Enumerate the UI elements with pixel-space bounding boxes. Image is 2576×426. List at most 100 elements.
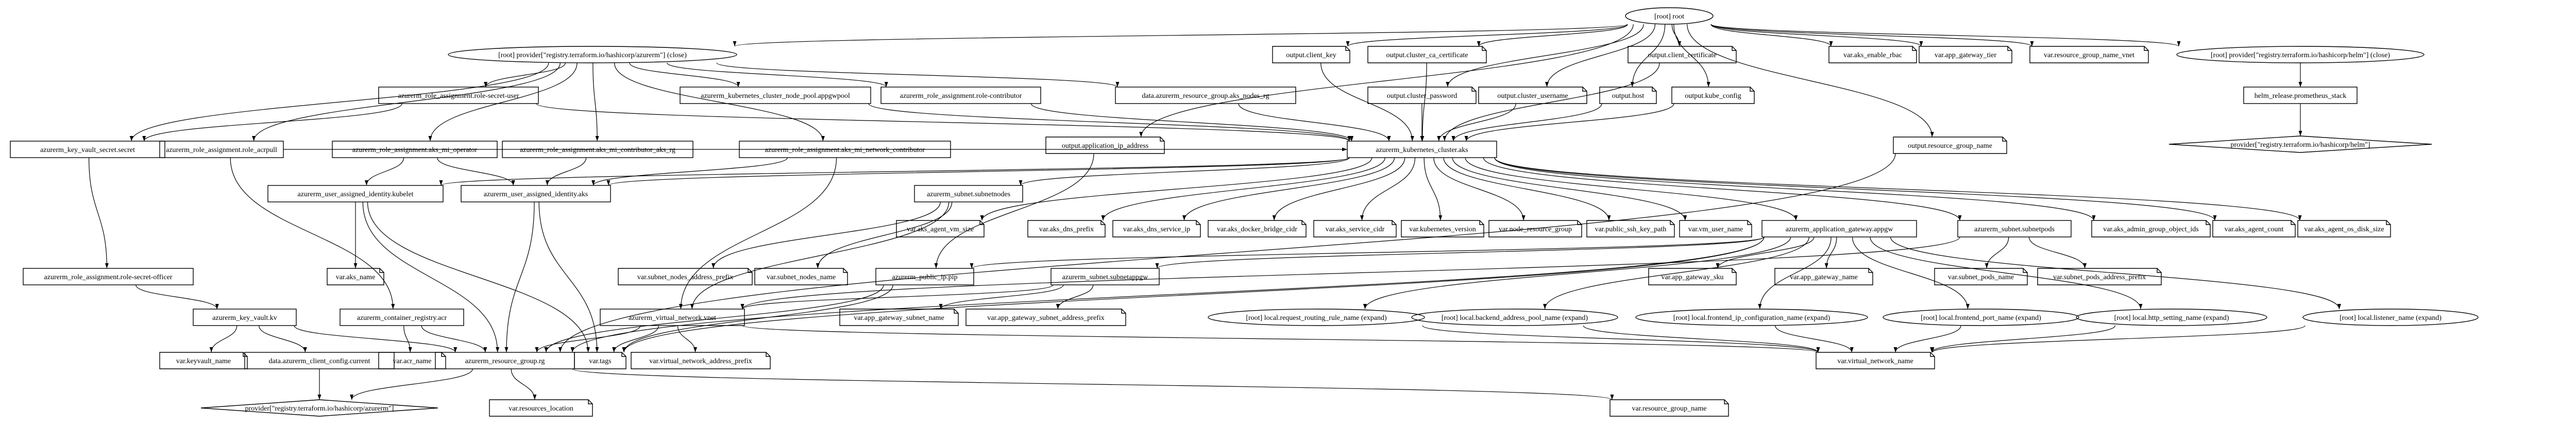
edge-root-to-out-client-key [1346, 24, 1628, 47]
nodes-layer: [root] root [root] provider["registry.ter… [10, 7, 2479, 417]
node-label: provider["registry.terraform.io/hashicor… [245, 405, 394, 413]
node-shape [2176, 46, 2425, 63]
edge-vnet-to-var-vnet-name [742, 325, 1820, 353]
graph-node-helm-release: helm_release.prometheus_stack [2243, 87, 2358, 104]
node-label: var.aks_dns_service_ip [1123, 226, 1190, 233]
graph-node-var-subnet-pods-prefix: var.subnet_pods_address_prefix [2037, 268, 2162, 285]
node-shape [1045, 137, 1165, 154]
edge-aks-to-var-public-ssh [1443, 157, 1611, 221]
edge-subnet-pods-to-vnet [740, 236, 1960, 310]
edge-role-aks-mi-net-to-uai-aks [591, 157, 788, 186]
edge-public-ip-to-var-tags [622, 284, 893, 353]
edge-local-backend-pool-to-var-vnet-name [1583, 325, 1820, 353]
node-label: azurerm_subnet.subnetappgw [1062, 274, 1149, 281]
node-label: data.azurerm_client_config.current [269, 357, 370, 365]
graph-node-prov-azurerm: provider["registry.terraform.io/hashicor… [200, 399, 438, 417]
edge-subnet-pods-to-var-subnet-pods-name [1985, 236, 2009, 269]
edge-out-host-to-aks [1451, 103, 1602, 142]
graph-node-prov-helm-close: [root] provider["registry.terraform.io/h… [2176, 46, 2425, 63]
graph-node-var-aks-agent-vm-size: var.aks_agent_vm_size [896, 220, 985, 237]
edge-prov-azurerm-close-to-role-aks-mi-operator [428, 62, 578, 142]
node-shape [1411, 309, 1618, 326]
edge-root-to-out-kube-config [1673, 24, 1710, 88]
edge-prov-azurerm-close-to-role-acrpull [252, 62, 561, 142]
graph-node-kv-secret: azurerm_key_vault_secret.secret [10, 141, 165, 158]
graph-node-subnet-nodes: azurerm_subnet.subnetnodes [914, 185, 1023, 202]
node-shape [2029, 46, 2149, 63]
graph-node-out-cluster-password: output.cluster_password [1367, 87, 1477, 104]
graph-node-public-ip: azurerm_public_ip.pip [875, 268, 974, 285]
graph-node-out-kube-config: output.kube_config [1671, 87, 1755, 104]
edge-prov-azurerm-close-to-kv-secret [129, 62, 549, 142]
graph-node-var-vnet-name: var.virtual_network_name [1816, 352, 1935, 369]
edge-appgw-to-local-listener [1890, 236, 2341, 310]
node-label: var.aks_name [336, 274, 376, 281]
node-label: var.tags [589, 357, 611, 365]
graph-node-prov-azurerm-close: [root] provider["registry.terraform.io/h… [448, 46, 737, 63]
node-shape [1609, 399, 1729, 417]
edge-appgw-to-rg [570, 236, 1765, 353]
graph-node-root: [root] root [1625, 7, 1714, 25]
node-label: azurerm_role_assignment.aks_mi_network_c… [765, 146, 925, 154]
node-shape [159, 141, 284, 158]
node-shape [600, 309, 745, 326]
edge-local-frontend-ip-to-var-vnet-name [1775, 325, 1854, 353]
node-label: var.subnet_pods_name [1948, 274, 2014, 281]
node-shape [631, 352, 771, 369]
node-label: azurerm_role_assignment.role-secret-offi… [44, 274, 173, 281]
graph-node-role-aks-mi-contrib-rg: azurerm_role_assignment.aks_mi_contribut… [502, 141, 693, 158]
graph-node-var-aks-dns-service-ip: var.aks_dns_service_ip [1112, 220, 1201, 237]
node-shape [2037, 268, 2162, 285]
edge-out-kube-config-to-aks [1464, 103, 1674, 142]
node-label: azurerm_role_assignment.role_acrpull [166, 146, 277, 154]
graph-node-role-secret-officer: azurerm_role_assignment.role-secret-offi… [23, 268, 194, 285]
node-shape [1272, 46, 1350, 63]
graph-node-var-subnet-nodes-prefix: var.subnet_nodes_address_prefix [618, 268, 753, 285]
edge-appgw-to-subnet-appgw [1155, 236, 1765, 269]
node-shape [1919, 46, 2012, 63]
edge-out-cluster-username-to-aks [1437, 103, 1516, 142]
node-label: var.vm_user_name [1688, 226, 1743, 233]
edge-rg-to-var-rg-name [572, 368, 1614, 400]
edge-pool-appgwpool-to-aks [868, 103, 1351, 142]
edge-prov-azurerm-close-to-role-aks-mi-net [614, 62, 825, 142]
graph-node-var-app-gateway-tier: var.app_gateway_tier [1919, 46, 2012, 63]
graph-node-acr: azurerm_container_registry.acr [340, 309, 464, 326]
graph-node-out-app-ip: output.application_ip_address [1045, 137, 1165, 154]
node-shape [680, 87, 871, 104]
node-label: helm_release.prometheus_stack [2255, 92, 2346, 100]
edge-appgw-to-public-ip [970, 236, 1765, 269]
node-shape [2212, 220, 2296, 237]
edge-prov-azurerm-close-to-data-rg-aks-nodes [716, 62, 1120, 88]
node-shape [1761, 220, 1917, 237]
node-shape [1208, 220, 1307, 237]
node-shape [1027, 220, 1106, 237]
graph-node-rg: azurerm_resource_group.rg [435, 352, 575, 369]
edge-aks-to-var-k8s-version [1423, 157, 1443, 221]
edge-root-to-out-cluster-ca [1477, 24, 1628, 47]
graph-node-role-contributor: azurerm_role_assignment.role-contributor [880, 87, 1041, 104]
edge-root-to-var-aks-enable-rbac [1710, 24, 1833, 47]
node-shape [1828, 46, 1917, 63]
node-label: var.aks_dns_prefix [1039, 226, 1094, 233]
node-label: output.host [1612, 92, 1645, 100]
graph-node-var-node-rg: var.node_resource_group [1488, 220, 1582, 237]
edge-role-acrpull-to-acr [230, 157, 395, 310]
node-shape [965, 309, 1126, 326]
node-shape [378, 352, 446, 369]
node-label: output.cluster_password [1387, 92, 1457, 100]
edge-appgw-to-local-req-routing [1363, 236, 1791, 310]
edge-appgw-to-local-frontend-ip [1758, 236, 1832, 310]
node-label: [root] local.request_routing_rule_name (… [1246, 314, 1387, 322]
node-shape [1599, 87, 1657, 104]
graph-node-local-frontend-ip: [root] local.frontend_ip_configuration_n… [1635, 309, 1868, 326]
node-label: azurerm_role_assignment.role-contributor [900, 92, 1022, 100]
node-shape [1774, 268, 1873, 285]
edge-subnet-nodes-to-vnet [690, 201, 950, 310]
node-label: [root] local.backend_address_pool_name (… [1442, 314, 1588, 322]
edge-aks-to-uai-aks [607, 157, 1350, 186]
edge-out-rg-name-to-rg [558, 153, 1896, 353]
node-shape [332, 141, 498, 158]
edge-subnet-nodes-to-var-subnet-nodes-name [816, 201, 953, 269]
edge-aks-to-subnet-nodes [1019, 157, 1350, 186]
